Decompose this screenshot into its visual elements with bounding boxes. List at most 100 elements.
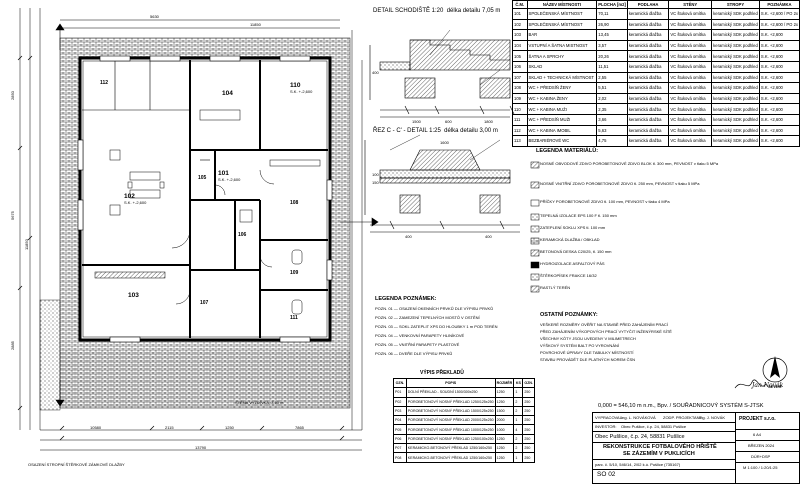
detail-c-dim: 1600: [440, 140, 449, 145]
dim-top: 11850: [250, 22, 261, 27]
tb-stage: DÚR+DSP: [751, 454, 771, 459]
room-table-cell: WC + PŘEDSÍŇ MUŽI: [526, 113, 598, 126]
other-note-item: VŠECHNY KÓTY JSOU UVEDENY V MILIMETRECH: [540, 336, 636, 341]
room-table-cell: keramický SDK podhled: [711, 71, 760, 84]
north-label: SEVER: [768, 384, 782, 389]
lintel-table-cell: 1250: [494, 387, 515, 398]
dim-bottom: 10580: [90, 425, 102, 430]
room-table-cell: VSTUPNÍ A ŠATNA MISTNOST: [526, 39, 598, 52]
room-table-cell: keramický SDK podhled: [711, 8, 760, 20]
room-table-cell: 107: [512, 71, 528, 84]
lintel-table-cell: P04: [393, 415, 407, 426]
room-area: S.K. +-2,600: [124, 200, 147, 205]
room-table-cell: VC štuková omítka: [668, 92, 713, 105]
lintel-table-cell: 250: [522, 415, 535, 426]
room-area: S.K. +-2,600: [290, 89, 313, 94]
lintel-table-cell: KERAMICKO-BETONOVÝ PŘEKLAD 1250/160x250: [405, 452, 496, 463]
other-note-item: PŘED ZAHÁJENÍM VÝKOPOVÝCH PRACÍ VYTYČIT …: [540, 329, 672, 334]
tb-investor: Obec Pušlice, č.p. 24, 58831 Pušlice: [621, 424, 687, 429]
signature: Jan Novák: [752, 382, 784, 389]
lintel-table-cell: 2000: [494, 415, 515, 426]
room-table-cell: keramický SDK podhled: [711, 18, 760, 31]
room-table-cell: 103: [512, 29, 528, 41]
lintel-table-cell: P05: [393, 424, 407, 435]
room-table-cell: S.K. +2,600: [758, 113, 800, 126]
room-table-cell: S.K. +2,600: [758, 124, 800, 137]
room-table-cell: S.K. +2,600: [758, 60, 800, 73]
lintel-table-cell: 2: [513, 405, 524, 417]
detail-c-dim: 100: [372, 172, 379, 177]
room-table-cell: 101: [512, 8, 528, 20]
lintel-table-cell: 2: [513, 443, 524, 454]
legend-note-item: POZN. 03 — SOKL ZATEPLIT XPS DO HLOUBKY …: [375, 324, 498, 329]
dim-left: 11850: [24, 239, 29, 250]
room-table-cell: keramický SDK podhled: [711, 60, 760, 73]
room-table-cell: S.K. +2,600 / PO 2x: [758, 18, 800, 31]
room-table-cell: S.K. +2,600: [758, 71, 800, 84]
lintel-table-cell: POROBETONOVÝ NOSNÝ PŘEKLAD 1500/125x250: [405, 405, 496, 417]
legend-notes-title: LEGENDA POZNÁMEK:: [375, 296, 437, 302]
room-table-cell: keramický SDK podhled: [711, 103, 760, 115]
legend-material-item: KERAMICKÁ DLAŽBA / OBKLAD: [540, 237, 600, 242]
lintel-table-cell: 250: [522, 443, 535, 454]
lintel-table-cell: DOLNÍ PŘEKLAD - SOUDNÍ 1500/300x250: [405, 387, 496, 398]
room-table-cell: keramický SDK podhled: [711, 124, 760, 137]
lintel-table-cell: P03: [393, 405, 407, 417]
room-table-cell: BEZBARIÉROVÉ WC: [526, 135, 598, 147]
room-table-cell: ŠATNA A SPRCHY: [526, 50, 598, 62]
room-table-cell: keramický SDK podhled: [711, 135, 760, 147]
dim-bottom: 1250: [225, 425, 234, 430]
tb-author-label: VYPRACOVAL:: [595, 415, 623, 420]
room-table-cell: BAR: [526, 29, 598, 41]
room-table-cell: VC štuková omítka: [668, 124, 713, 137]
lintel-table-cell: 250: [522, 396, 535, 407]
room-table-cell: WC + KABINA ŽENY: [526, 92, 598, 105]
dim-top: 5630: [150, 14, 159, 19]
room-table-cell: VC štuková omítka: [668, 39, 713, 52]
lintel-table-cell: KERAMICKO-BETONOVÝ PŘEKLAD 1250/160x250: [405, 443, 496, 454]
plan-note: OSAZENÍ STROPNÍ ŠTĚRKOVÉ ZÁMKOVÉ DLAŽBY: [28, 462, 125, 467]
room-table-header: Č.M. NÁZEV MÍSTNOSTI PLOCHA [m2] PODLAHA…: [512, 0, 800, 9]
room-label-112: 112: [100, 80, 109, 86]
room-table-cell: S.K. +2,600: [758, 103, 800, 115]
lintel-table-cell: P06: [393, 433, 407, 445]
lintel-table-cell: 250: [522, 405, 535, 417]
detail-c-dim: 400: [405, 234, 412, 239]
room-table-cell: SKLAD + TECHNICKÁ MÍSTNOST: [526, 71, 598, 84]
room-label-101: 101 S.K. +-2,600: [218, 170, 241, 182]
legend-material-item: BETONOVÁ DESKA C20/25, tl. 150 mm: [540, 249, 612, 254]
room-table-cell: WC + PŘEDSÍŇ ŽENY: [526, 82, 598, 94]
room-table-cell: S.K. +2,600: [758, 50, 800, 62]
room-table-cell: keramická dlažba: [626, 60, 670, 73]
detail-a-dim: 400: [372, 70, 379, 75]
legend-materials-title: LEGENDA MATERIÁLŮ:: [536, 148, 599, 154]
room-table-cell: keramická dlažba: [626, 103, 670, 115]
room-table-cell: 113: [512, 135, 528, 147]
legend-material-item: RASTLÝ TERÉN: [540, 285, 571, 290]
lintel-table-cell: POROBETONOVÝ NOSNÝ PŘEKLAD 2000/125x250: [405, 415, 496, 426]
room-table-cell: VC štuková omítka: [668, 29, 713, 41]
detail-c-dim: 150: [372, 180, 379, 185]
room-table-cell: 3,57: [596, 39, 628, 52]
lintel-table-cell: P07: [393, 443, 407, 454]
datum-note: 0,000 = 546,10 m n.m., Bpv. / SOUŘADNICO…: [598, 403, 764, 409]
room-table-cell: 20,26: [596, 50, 628, 62]
room-table-cell: VC štuková omítka: [668, 103, 713, 115]
room-table-cell: 70,11: [596, 8, 628, 20]
lintel-table-cell: POROBETONOVÝ NOSNÝ PŘEKLAD 1250/100x250: [405, 433, 496, 445]
room-label-111: 111: [290, 315, 298, 321]
room-label-106: 106: [238, 232, 247, 238]
lintel-table-cell: 1250: [494, 452, 515, 463]
room-table-cell: 104: [512, 39, 528, 52]
detail-a-dim: 1800: [484, 119, 493, 124]
room-table-cell: S.K. +2,600 / PO 2x: [758, 8, 800, 20]
